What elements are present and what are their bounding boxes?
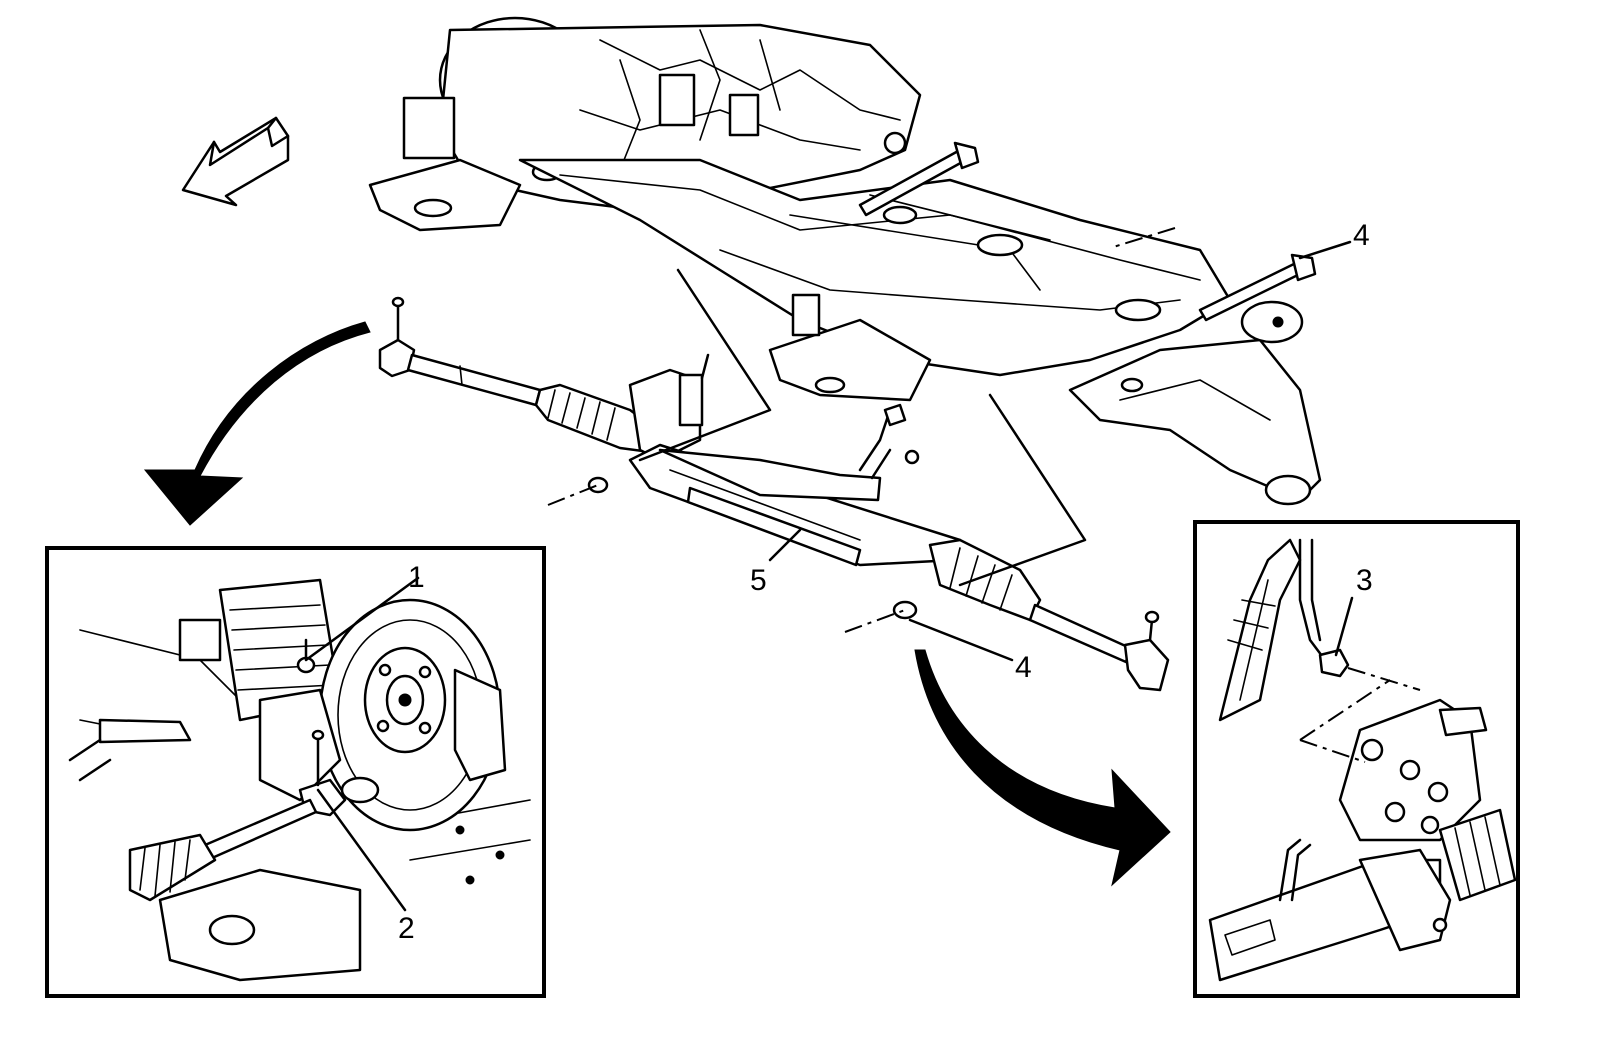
curved-arrow-right-icon (914, 649, 1171, 887)
alignment-lines (547, 227, 1176, 633)
callout-4-top: 4 (1353, 219, 1370, 252)
callout-1: 1 (408, 561, 425, 594)
subframe-bolt-upper (858, 141, 980, 217)
detail-inset-left (45, 546, 546, 998)
detail-inset-right (1193, 520, 1520, 998)
callout-5: 5 (750, 564, 767, 597)
subframe-assembly (368, 16, 1322, 506)
callout-leaders (768, 240, 1352, 662)
front-direction-arrow-icon (181, 116, 290, 207)
callout-3: 3 (1356, 564, 1373, 597)
callout-2: 2 (398, 912, 415, 945)
curved-arrow-left-icon (143, 321, 371, 526)
steering-gear (378, 296, 1170, 692)
subframe-bolt-right (1198, 253, 1317, 322)
callout-4-bottom: 4 (1015, 651, 1032, 684)
